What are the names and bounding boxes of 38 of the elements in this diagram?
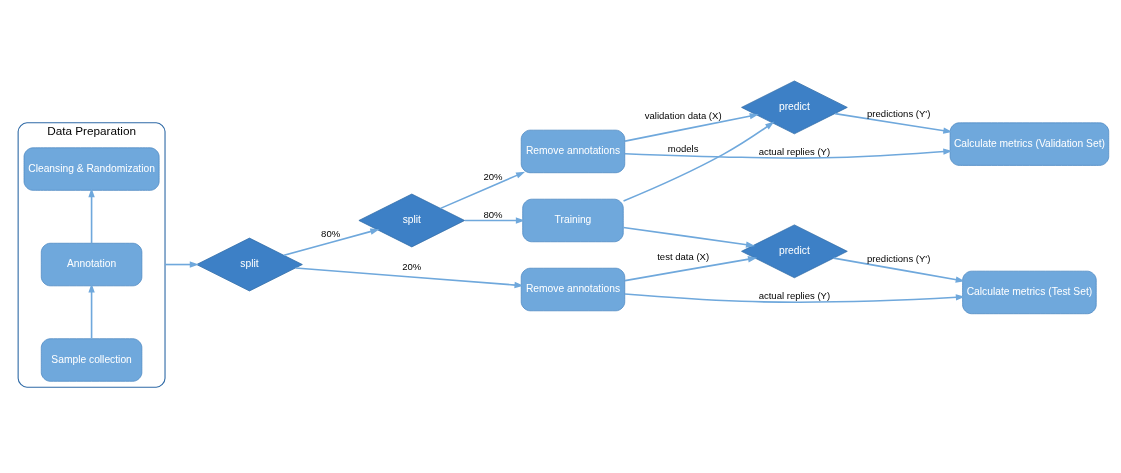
arrow — [834, 112, 953, 134]
arrow — [88, 283, 95, 339]
edge-label: models — [667, 142, 699, 154]
arrow — [624, 255, 758, 281]
node-box: Calculate metrics (Validation Set) — [949, 121, 1110, 166]
node-diamond: predict — [741, 224, 848, 278]
node-box: Training — [522, 198, 624, 242]
arrow — [832, 256, 965, 283]
node-box: Cleansing & Randomization — [23, 146, 160, 191]
arrow — [164, 260, 199, 268]
arrow — [624, 147, 953, 159]
edge-label: test data (X) — [657, 250, 710, 262]
edge-label: 20% — [483, 170, 503, 182]
node-diamond: predict — [741, 80, 848, 134]
edge-label: 80% — [321, 227, 341, 239]
arrow — [624, 112, 759, 142]
arrow — [294, 266, 524, 288]
edge-label: 80% — [483, 208, 503, 220]
node-box: Remove annotations — [520, 267, 626, 311]
arrow — [624, 292, 965, 303]
arrow — [622, 226, 756, 248]
node-diamond: split — [196, 237, 303, 291]
edge-label: validation data (X) — [644, 109, 722, 121]
node-diamond: split — [358, 193, 466, 247]
node-box: Annotation — [40, 242, 143, 286]
node-box: Calculate metrics (Test Set) — [962, 270, 1097, 314]
edge-label: 20% — [402, 260, 422, 272]
edge-label: predictions (Y') — [867, 252, 931, 264]
arrow — [622, 121, 775, 202]
arrow — [464, 216, 525, 224]
arrow — [439, 171, 526, 209]
edge-label: actual replies (Y) — [758, 289, 831, 301]
node-box: Remove annotations — [520, 129, 626, 173]
arrow — [88, 187, 95, 244]
edge-label: actual replies (Y) — [758, 145, 831, 157]
edge-label: predictions (Y') — [867, 107, 931, 119]
arrow — [283, 227, 380, 256]
node-box: Sample collection — [40, 337, 143, 382]
